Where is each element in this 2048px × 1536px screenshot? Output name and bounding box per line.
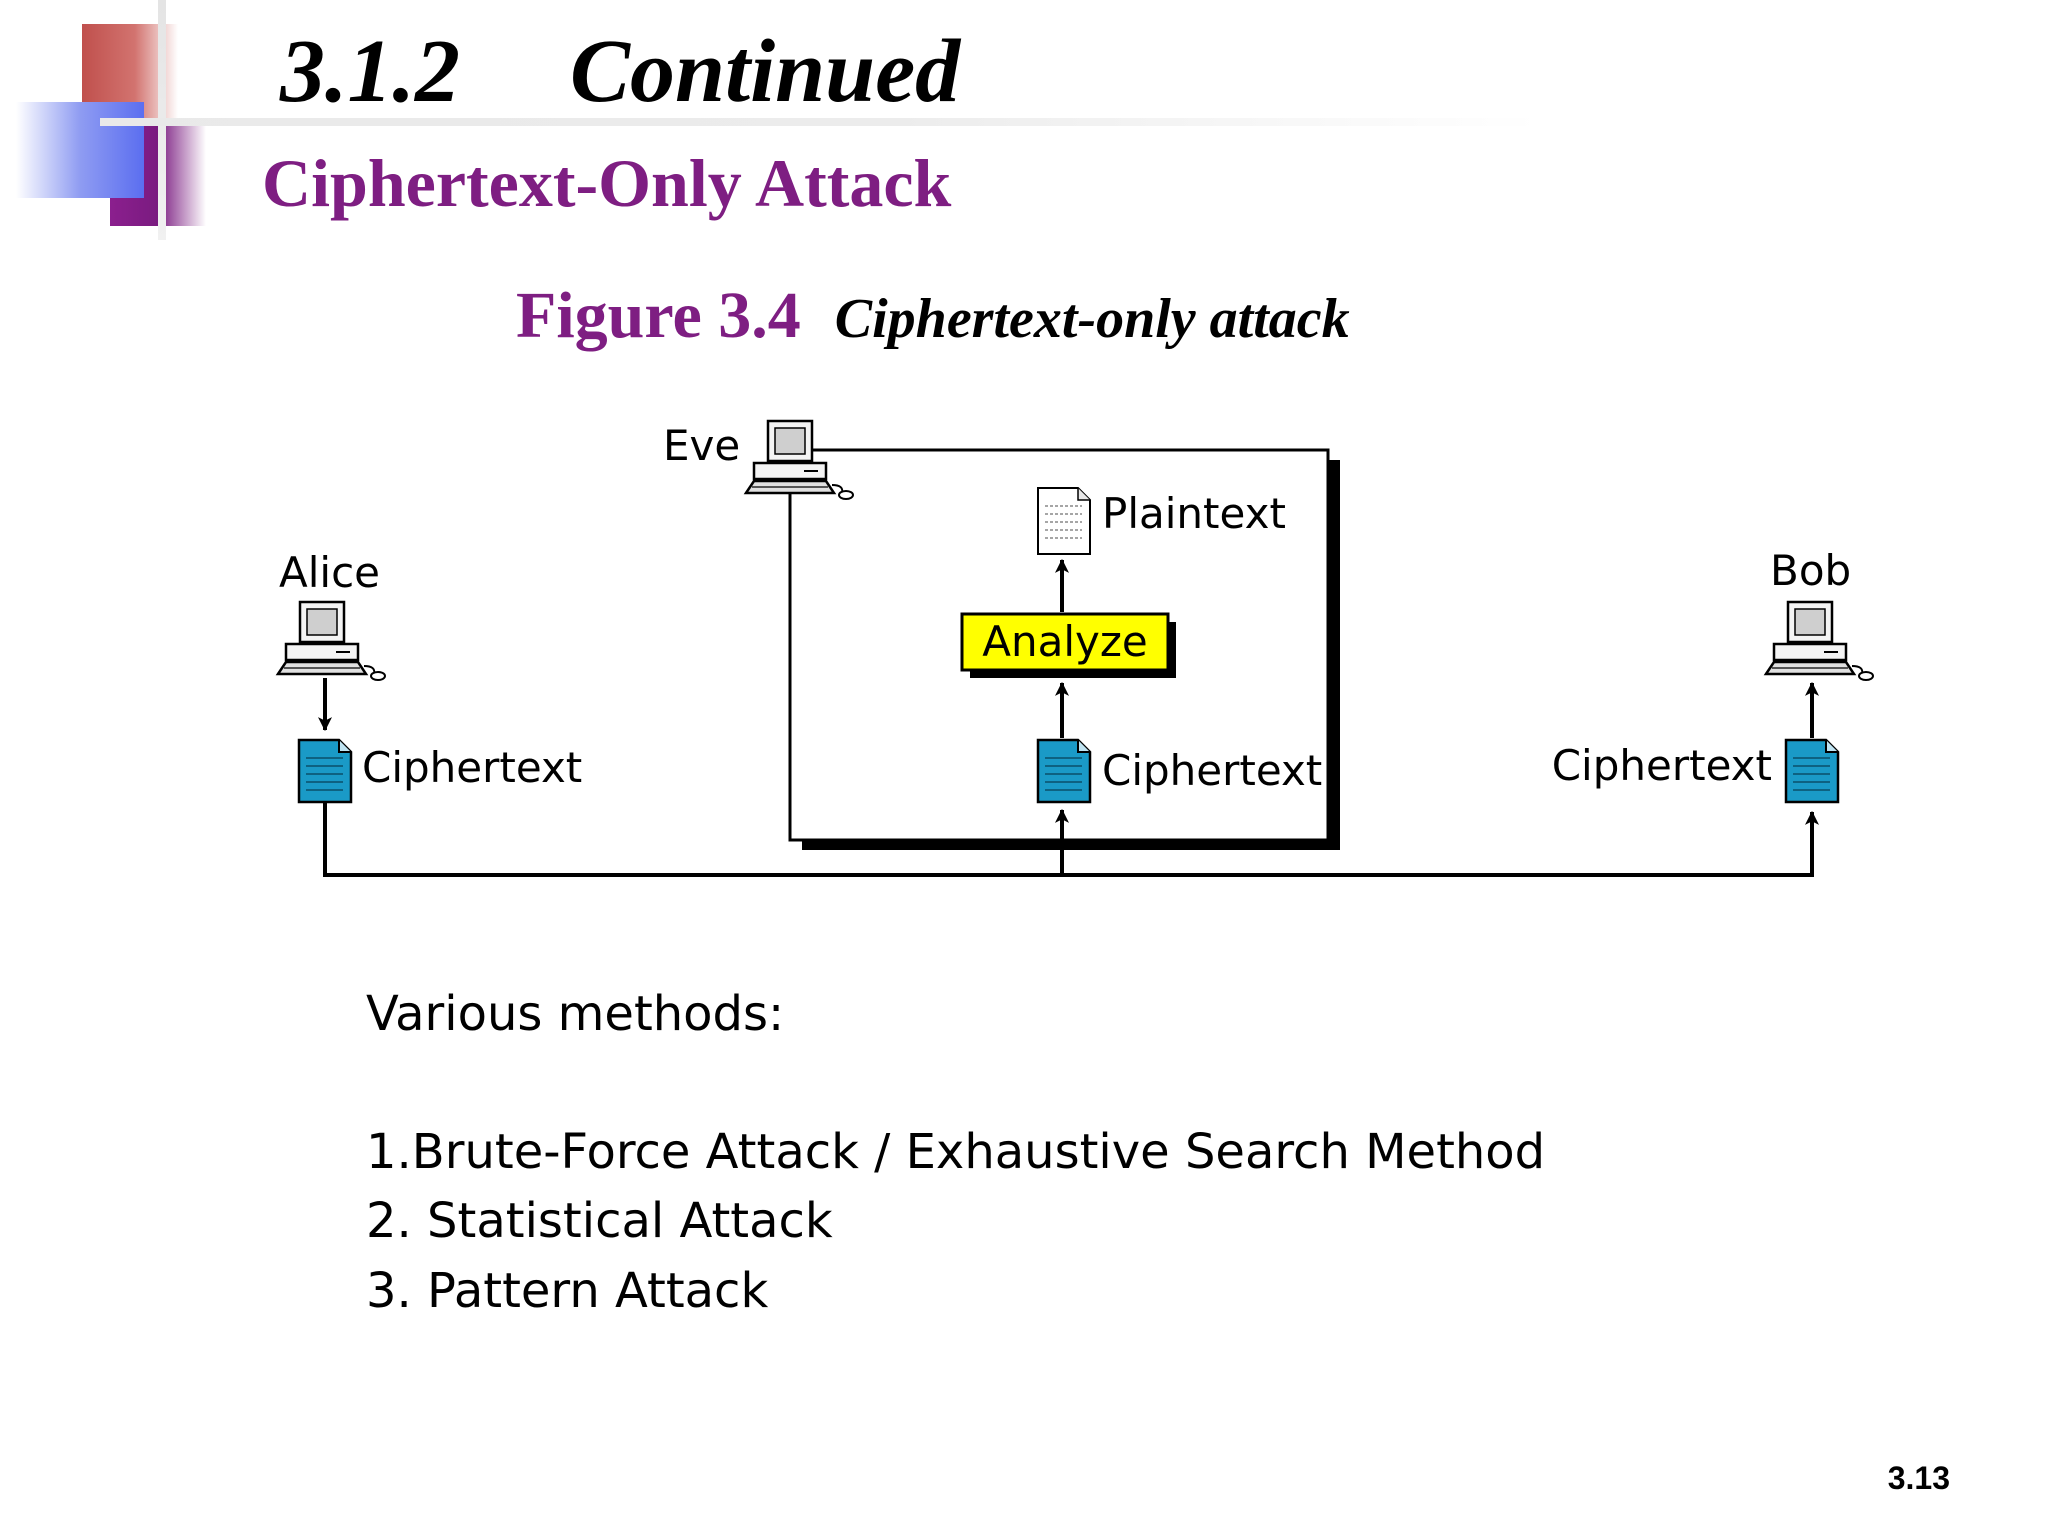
methods-intro: Various methods: [366,986,785,1042]
slide-subtitle: Ciphertext-Only Attack [262,145,952,221]
method-item: 2. Statistical Attack [366,1193,833,1250]
section-title: Continued [570,22,961,121]
eve-label: Eve [663,421,740,470]
figure-number: Figure 3.4 [516,279,801,352]
analyze-label: Analyze [982,617,1148,666]
alice-ciphertext-document-icon [297,738,353,804]
plaintext-document-icon [1037,487,1091,555]
slide-title: 3.1.2 Continued [280,20,960,123]
eve-ciphertext-document-icon [1036,738,1092,804]
figure-title: Ciphertext-only attack [834,288,1350,350]
section-number: 3.1.2 [280,22,460,121]
alice-ciphertext-label: Ciphertext [362,743,582,792]
slide-number: 3.13 [1887,1460,1950,1496]
bob-label: Bob [1770,546,1851,595]
method-item: 3. Pattern Attack [366,1262,769,1319]
methods-list: Various methods: 1.Brute-Force Attack / … [366,980,1545,1326]
alice-computer-icon [276,600,387,682]
bob-ciphertext-label: Ciphertext [1552,741,1772,790]
alice-label: Alice [279,548,380,597]
figure-caption: Figure 3.4 Ciphertext-only attack [516,278,1350,354]
analyze-box [960,612,1170,672]
channel-line [323,803,1819,877]
header-decoration-horizontal-line [100,118,1540,126]
bob-computer-icon [1764,600,1875,682]
plaintext-label: Plaintext [1102,489,1286,538]
eve-ciphertext-label: Ciphertext [1102,746,1322,795]
bob-ciphertext-document-icon [1784,738,1840,804]
method-item: 1.Brute-Force Attack / Exhaustive Search… [366,1123,1546,1180]
